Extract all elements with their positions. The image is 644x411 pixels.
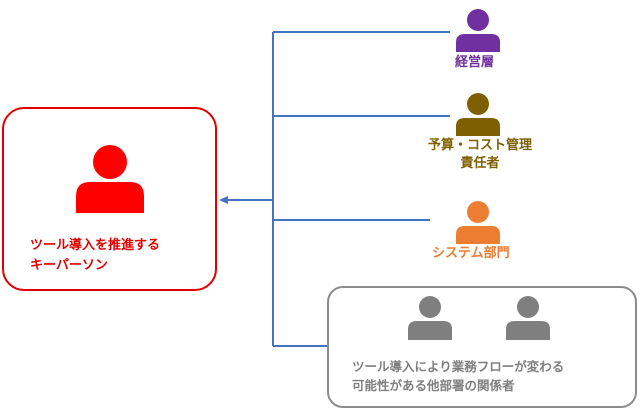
budget-label: 予算・コスト管理 責任者	[419, 137, 541, 173]
related-label: ツール導入により業務フローが変わる 可能性がある他部署の関係者	[352, 357, 564, 395]
system-label: システム部門	[432, 245, 510, 263]
related-label-line2: 可能性がある他部署の関係者	[352, 378, 515, 393]
budget-label-line1: 予算・コスト管理	[427, 138, 532, 153]
management-label: 経営層	[455, 54, 494, 72]
management-label-line1: 経営層	[455, 55, 495, 70]
arrowhead-icon	[219, 196, 228, 204]
system-label-line1: システム部門	[432, 246, 510, 261]
budget-label-line2: 責任者	[460, 156, 500, 171]
related-label-line1: ツール導入により業務フローが変わる	[352, 359, 565, 374]
key-person-box	[2, 107, 217, 291]
key-person-label-line1: ツール導入を推進する	[30, 238, 161, 253]
key-person-label: ツール導入を推進する キーパーソン	[30, 236, 160, 276]
related-stakeholders-box	[327, 286, 637, 408]
key-person-label-line2: キーパーソン	[30, 258, 108, 273]
